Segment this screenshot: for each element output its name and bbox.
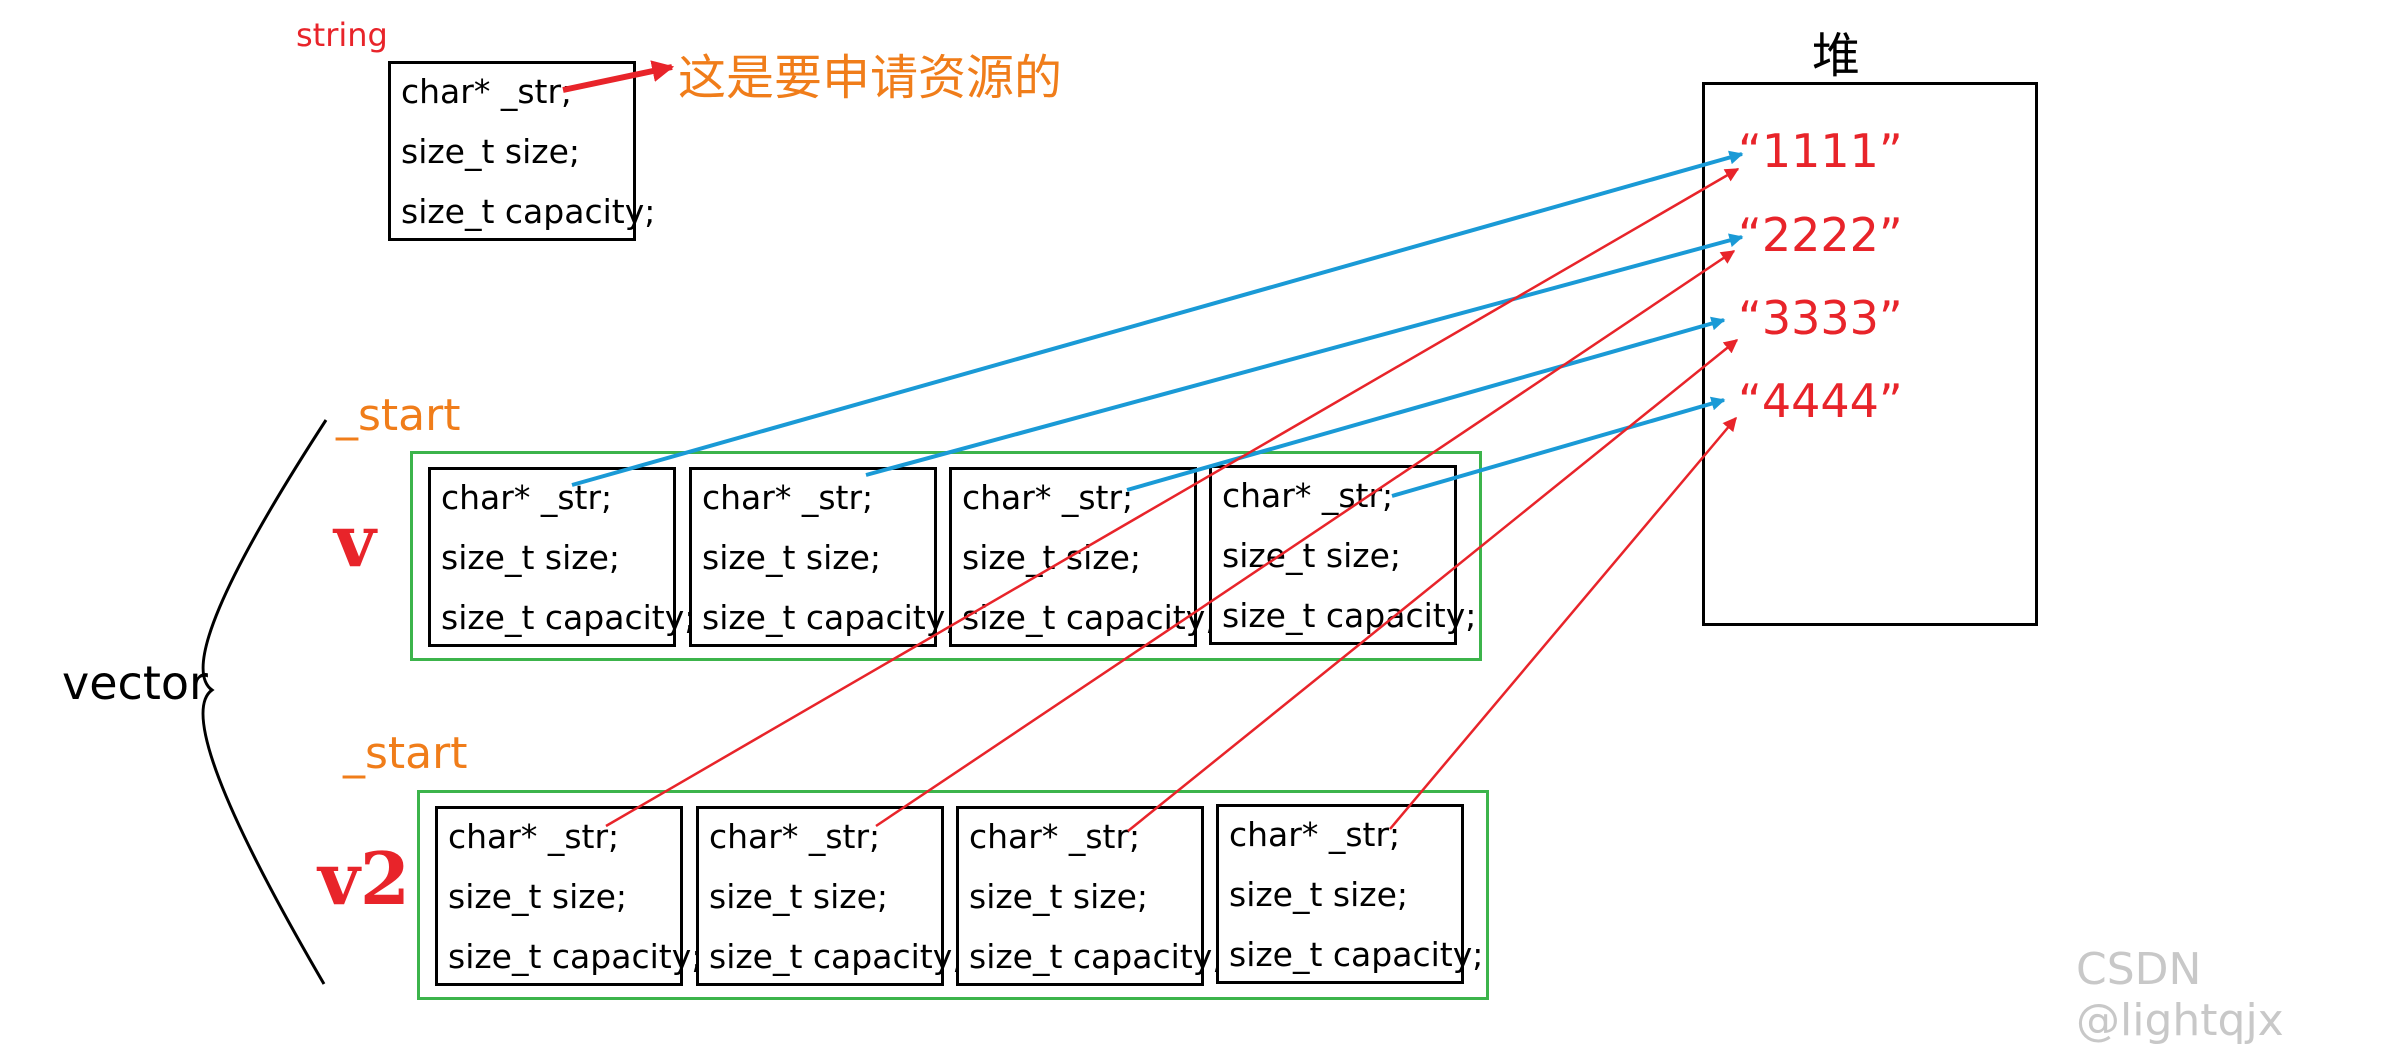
field-capacity: size_t capacity; (709, 937, 964, 976)
v2-arrow-2 (1127, 339, 1739, 832)
field-size: size_t size; (962, 538, 1142, 577)
heap-title: 堆 (1812, 28, 1861, 84)
string-note-arrow (562, 60, 675, 93)
field-str: char* _str; (441, 478, 613, 517)
field-capacity: size_t capacity; (969, 937, 1224, 976)
v2-arrow-1 (875, 249, 1736, 828)
heap-value-4444: “4444” (1738, 374, 1903, 428)
field-capacity: size_t capacity; (962, 598, 1217, 637)
resource-note: 这是要申请资源的 (678, 50, 1063, 106)
v2-name: v2 (318, 836, 410, 921)
field-size: size_t size; (441, 538, 621, 577)
v-name: v (334, 498, 376, 583)
v-element-3: char* _str; size_t size; size_t capacity… (1209, 465, 1476, 645)
v-element-2: char* _str; size_t size; size_t capacity… (949, 467, 1216, 647)
field-size: size_t size; (1222, 536, 1402, 575)
field-str: char* _str; (962, 478, 1134, 517)
heap-box (1702, 82, 2038, 626)
heap-value-1111: “1111” (1738, 124, 1903, 178)
v2-arrow-0 (605, 167, 1740, 828)
field-size: size_t size; (702, 538, 882, 577)
string-struct-box: char* _str; size_t size; size_t capacity… (388, 61, 655, 241)
v-element-0: char* _str; size_t size; size_t capacity… (428, 467, 695, 647)
v2-start-label: _start (343, 728, 468, 779)
field-str: char* _str; (448, 817, 620, 856)
field-size: size_t size; (448, 877, 628, 916)
field-str: char* _str; (709, 817, 881, 856)
field-size: size_t size; (401, 132, 581, 171)
v2-element-0: char* _str; size_t size; size_t capacity… (435, 806, 702, 986)
field-capacity: size_t capacity; (448, 937, 703, 976)
v-arrow-3 (1391, 396, 1726, 498)
field-str: char* _str; (1222, 476, 1394, 515)
field-capacity: size_t capacity; (702, 598, 957, 637)
v2-element-3: char* _str; size_t size; size_t capacity… (1216, 804, 1483, 984)
field-capacity: size_t capacity; (441, 598, 696, 637)
vector-label: vector (62, 656, 208, 710)
heap-value-2222: “2222” (1738, 208, 1903, 262)
v2-arrow-3 (1389, 416, 1737, 830)
v-arrow-1 (865, 233, 1744, 477)
heap-value-3333: “3333” (1738, 291, 1903, 345)
field-str: char* _str; (401, 72, 573, 111)
field-size: size_t size; (1229, 875, 1409, 914)
field-capacity: size_t capacity; (1229, 935, 1484, 974)
field-capacity: size_t capacity; (1222, 596, 1477, 635)
field-str: char* _str; (702, 478, 874, 517)
arrows-layer (201, 60, 1744, 985)
field-size: size_t size; (969, 877, 1149, 916)
v2-element-2: char* _str; size_t size; size_t capacity… (956, 806, 1223, 986)
string-label: string (296, 16, 388, 54)
field-str: char* _str; (969, 817, 1141, 856)
vector-brace (201, 419, 328, 985)
v-start-label: _start (336, 390, 461, 441)
v2-container (417, 790, 1489, 1000)
field-size: size_t size; (709, 877, 889, 916)
field-capacity: size_t capacity; (401, 192, 656, 231)
v-arrow-2 (1126, 316, 1726, 492)
v-arrow-0 (571, 150, 1744, 487)
field-str: char* _str; (1229, 815, 1401, 854)
v2-element-1: char* _str; size_t size; size_t capacity… (696, 806, 963, 986)
v-element-1: char* _str; size_t size; size_t capacity… (689, 467, 956, 647)
